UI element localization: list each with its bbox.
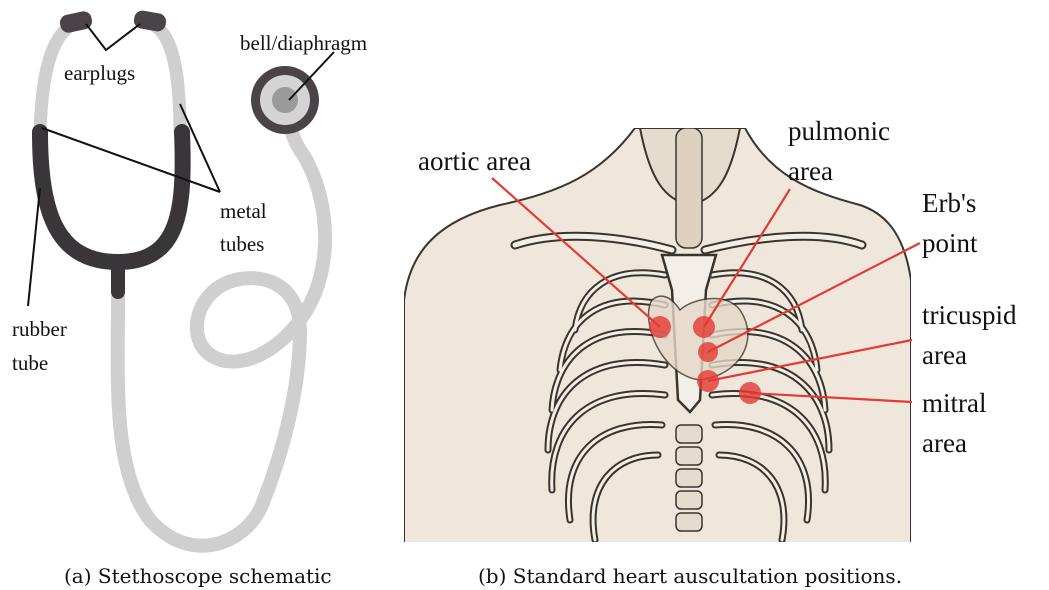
marker-erbs [698,342,718,362]
caption-b: (b) Standard heart auscultation position… [478,564,902,588]
label-tricuspid-area: area [922,340,967,370]
marker-pulmonic [693,316,715,338]
label-tube: tube [12,351,48,375]
label-tricuspid: tricuspid [922,300,1017,330]
trachea [676,128,702,248]
label-mitral: mitral [922,388,986,418]
label-pulmonic-area: area [788,156,833,186]
label-erbs: Erb's [922,188,976,218]
earplug-right [133,9,168,32]
label-metal: metal [220,199,267,223]
stethoscope-schematic: earplugs bell/diaphragm metal tubes rubb… [12,9,367,545]
marker-mitral [739,382,761,404]
earplug-left [58,10,93,34]
label-mitral-area: area [922,428,967,458]
rubber-tube-yoke [40,132,183,262]
tubing-loop [118,110,325,546]
caption-a: (a) Stethoscope schematic [64,564,332,588]
label-pulmonic: pulmonic [788,116,890,146]
label-tubes: tubes [220,232,264,256]
metal-tube-right [147,22,180,132]
chest-illustration: aortic area pulmonic area Erb's point tr… [404,116,1017,545]
bell-center [272,87,298,113]
label-aortic-area: aortic area [418,146,531,176]
marker-tricuspid [697,370,719,392]
label-bell-diaphragm: bell/diaphragm [240,31,367,55]
label-point: point [922,228,978,258]
label-earplugs: earplugs [64,61,135,85]
label-rubber: rubber [12,317,67,341]
marker-aortic [649,316,671,338]
spine [676,425,702,531]
